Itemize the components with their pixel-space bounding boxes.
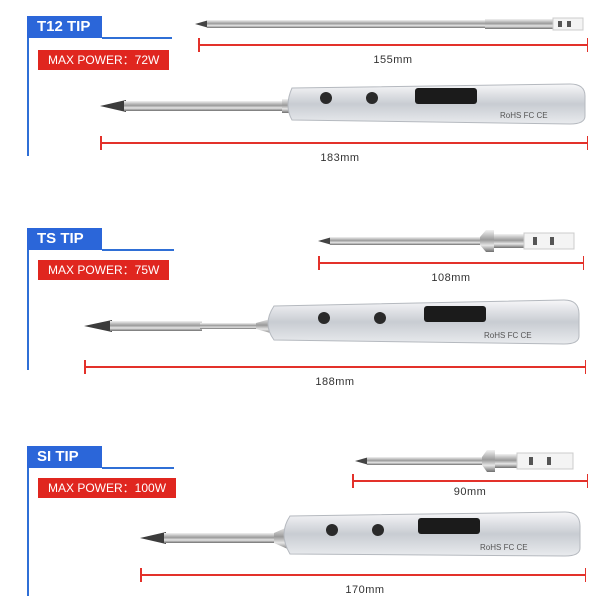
iron-length-label: 183mm xyxy=(320,152,360,164)
ts-iron-image: RoHS FC CE xyxy=(84,299,580,345)
vertical-rule xyxy=(27,228,29,370)
t12-iron-image: RoHS FC CE xyxy=(100,83,586,125)
si-tip-image xyxy=(355,450,574,472)
tab-underline xyxy=(102,249,174,251)
max-power-badge: MAX POWER：72W xyxy=(38,50,170,70)
si-iron-image: RoHS FC CE xyxy=(140,511,581,557)
tip-length-label: 108mm xyxy=(431,272,471,284)
max-power-badge: MAX POWER：75W xyxy=(38,260,170,280)
tab-underline xyxy=(102,37,172,39)
iron-length-label: 170mm xyxy=(345,584,385,596)
max-power-badge: MAX POWER：100W xyxy=(38,478,177,498)
iron-length-label: 188mm xyxy=(315,376,355,388)
tip-dimension-line xyxy=(318,256,584,270)
section-si: SI TIP MAX POWER：100W 90mm RoHS FC CE 17… xyxy=(0,440,610,610)
iron-dimension-line xyxy=(140,568,586,582)
tip-label: TS TIP xyxy=(27,228,102,250)
svg-text:RoHS FC CE: RoHS FC CE xyxy=(480,543,528,552)
svg-text:RoHS FC CE: RoHS FC CE xyxy=(484,331,532,340)
tip-dimension-line xyxy=(198,38,588,52)
iron-dimension-line xyxy=(84,360,586,374)
ts-tip-image xyxy=(318,230,575,252)
iron-dimension-line xyxy=(100,136,588,150)
tab-underline xyxy=(102,467,174,469)
tip-length-label: 155mm xyxy=(373,54,413,66)
vertical-rule xyxy=(27,446,29,596)
svg-text:RoHS FC CE: RoHS FC CE xyxy=(500,111,548,120)
tip-length-label: 90mm xyxy=(453,486,487,498)
tip-label: SI TIP xyxy=(27,446,102,468)
t12-tip-image xyxy=(195,17,584,31)
section-ts: TS TIP MAX POWER：75W 108mm RoHS FC CE 18… xyxy=(0,220,610,420)
tip-label: T12 TIP xyxy=(27,16,102,38)
section-t12: T12 TIP MAX POWER：72W 155mm RoHS FC CE 1… xyxy=(0,0,610,200)
tip-dimension-line xyxy=(352,474,588,488)
vertical-rule xyxy=(27,16,29,156)
